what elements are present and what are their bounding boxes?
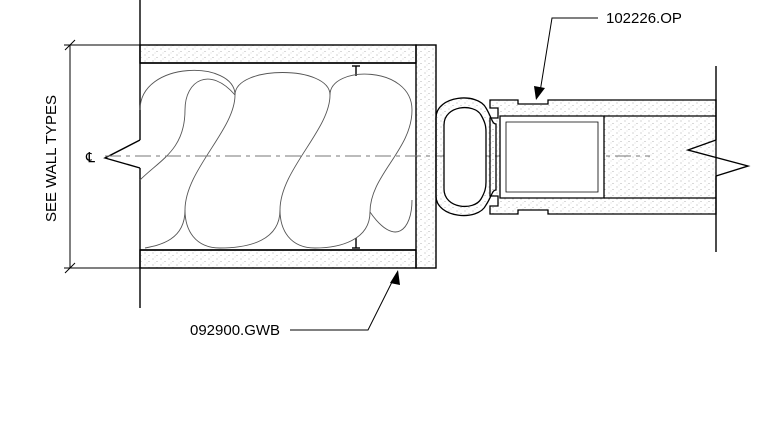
wall-end-break [103,0,141,308]
dimension-line [64,39,140,274]
jamb-break [685,66,751,252]
batt-insulation [139,70,413,249]
centerline-symbol: ℄ [85,149,95,165]
gypsum-board-top [139,44,417,64]
top-callout-leader [539,17,598,93]
gypsum-board-return [415,44,437,269]
metal-stud-frame [140,62,416,251]
top-callout-label: 102226.OP [606,10,682,27]
bottom-callout-label: 092900.GWB [190,322,280,339]
door-frame-profile [435,97,717,217]
dimension-label: SEE WALL TYPES [43,95,60,222]
bottom-callout-arrowhead [390,270,400,285]
bottom-callout-leader [290,277,395,331]
top-callout-arrowhead [534,86,545,100]
gypsum-board-bottom [139,249,417,269]
